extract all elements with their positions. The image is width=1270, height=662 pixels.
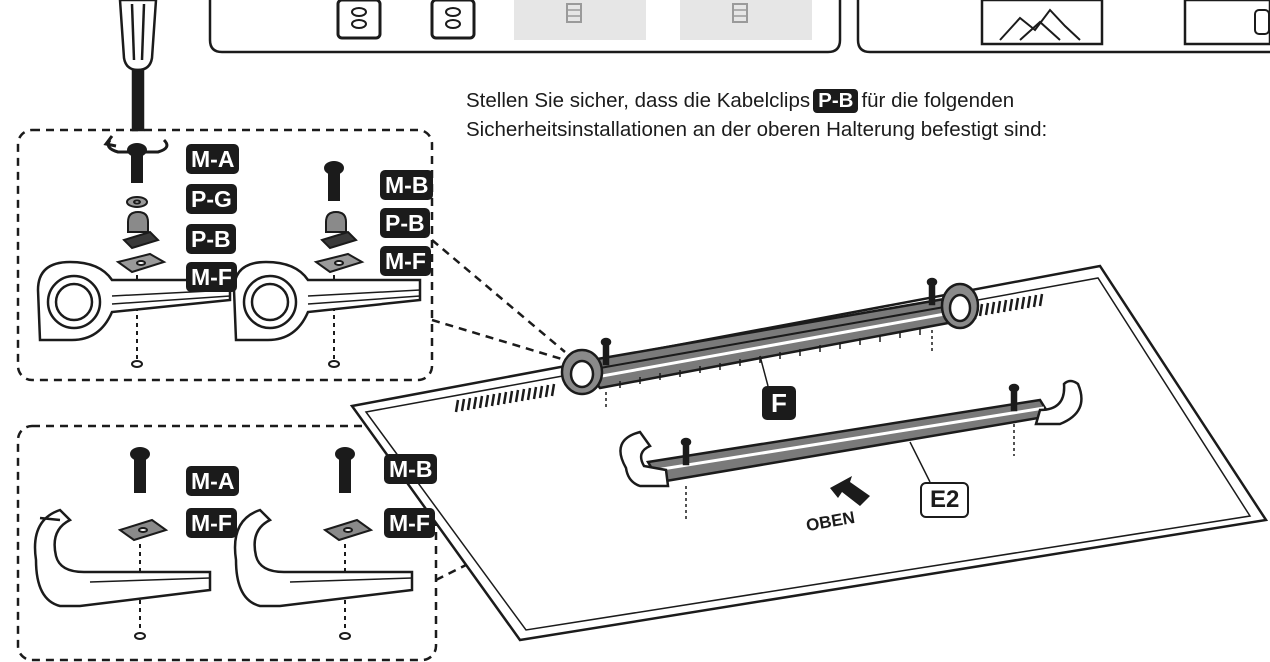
- part-bolt-icon-1: [514, 0, 646, 40]
- label-p-b-top: P-B: [186, 224, 236, 254]
- detail-bottom-left-stack: [117, 447, 169, 640]
- vent-slots-left: [454, 383, 556, 413]
- part-nut-icon-1: [336, 0, 382, 40]
- detail-top-left-stack: [115, 143, 167, 368]
- label-m-f-top: M-F: [186, 262, 237, 292]
- label-p-b-top-right: P-B: [380, 208, 430, 238]
- parts-box-right: [856, 0, 1270, 54]
- instruction-line2: Sicherheitsinstallationen an der oberen …: [466, 118, 1048, 141]
- part-bolt-icon-2: [680, 0, 812, 40]
- detail-bottom-left-bracket: [33, 508, 212, 608]
- up-arrow-icon: [830, 476, 870, 506]
- label-m-b-bottom: M-B: [384, 454, 438, 484]
- detail-top-right-stack: [313, 161, 365, 368]
- bracket-label-f: F: [762, 386, 796, 420]
- instruction-line1-start: Stellen Sie sicher, dass die Kabelclips: [466, 89, 811, 112]
- label-p-g-top: P-G: [186, 184, 237, 214]
- upper-bracket-f: [560, 277, 980, 410]
- inline-part-tag: P-B: [813, 89, 859, 113]
- detail-box-top: [16, 128, 434, 382]
- detail-bottom-right-stack: [322, 447, 374, 640]
- label-m-f-bottom: M-F: [186, 508, 237, 538]
- screwdriver-icon: [103, 0, 169, 154]
- parts-box-left: [208, 0, 842, 54]
- detail-top-right-bracket: [232, 260, 422, 342]
- label-m-f-bottom-right: M-F: [384, 508, 435, 538]
- part-nut-icon-2: [430, 0, 476, 40]
- vent-slots-right: [978, 293, 1044, 317]
- bracket-label-e2: E2: [920, 482, 970, 518]
- detail-bottom-right-bracket: [233, 508, 414, 608]
- lower-bracket-e2: [619, 379, 1083, 520]
- instruction-line1-end: für die folgenden: [861, 89, 1015, 112]
- label-m-a-top: M-A: [186, 144, 240, 174]
- detail-box-bottom: [16, 424, 438, 662]
- label-m-f-top-right: M-F: [380, 246, 431, 276]
- label-m-a-bottom: M-A: [186, 466, 240, 496]
- label-m-b-top: M-B: [380, 170, 434, 200]
- detail-top-left-bracket: [36, 260, 232, 342]
